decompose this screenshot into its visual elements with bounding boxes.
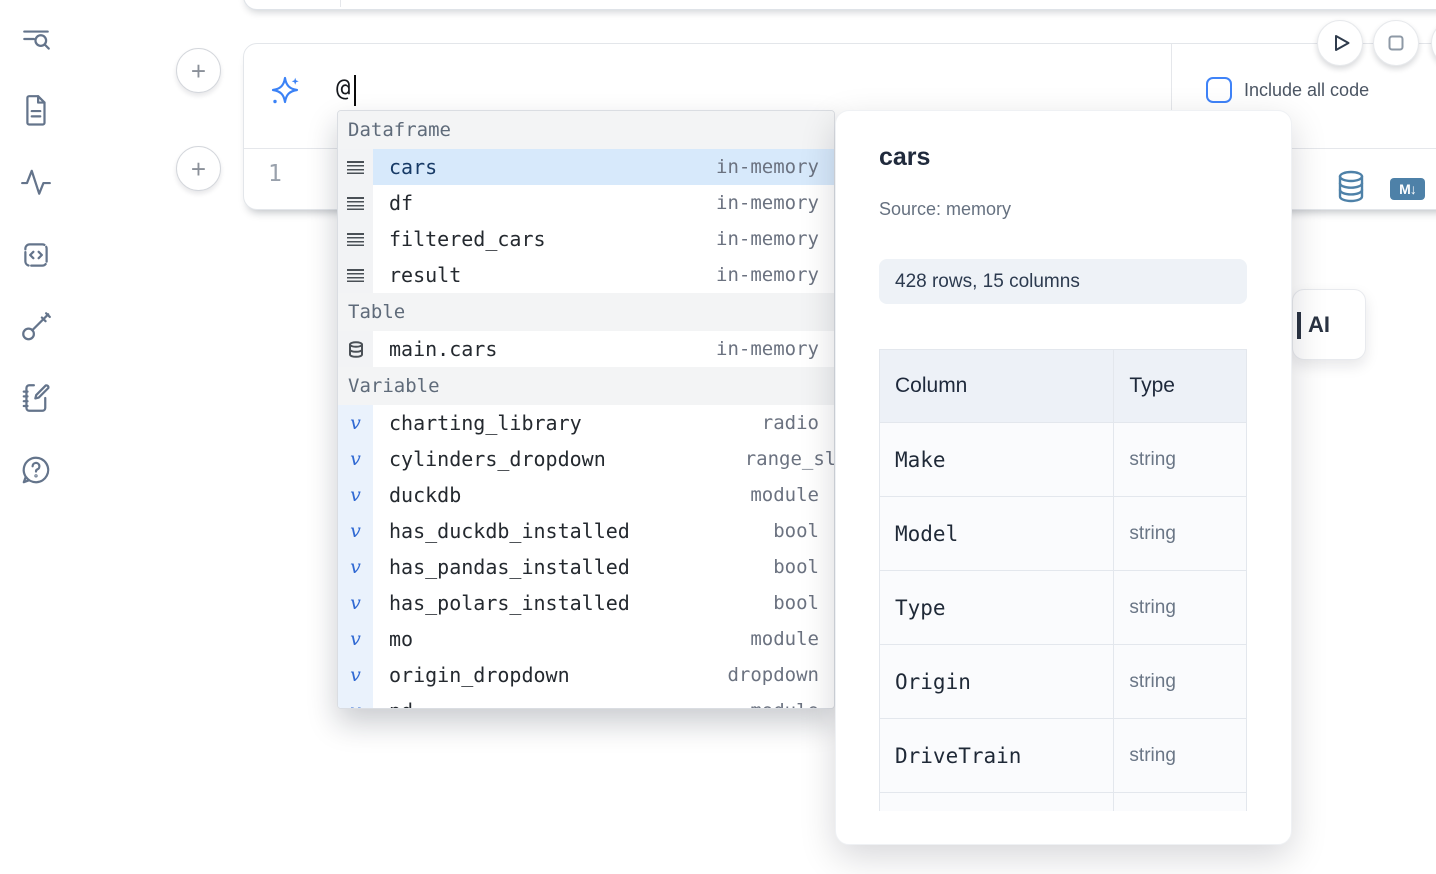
variable-v-icon: v <box>350 414 361 433</box>
autocomplete-item[interactable]: v charting_library radio <box>338 405 834 441</box>
database-icon[interactable] <box>1337 170 1365 203</box>
variable-v-icon: v <box>350 558 361 577</box>
add-cell-button-bottom[interactable]: + <box>176 146 221 191</box>
run-cell-button[interactable] <box>1317 20 1363 66</box>
ai-prompt-input[interactable]: @ <box>336 74 350 102</box>
dataframe-menu-icon <box>347 233 364 246</box>
variable-v-icon: v <box>350 594 361 613</box>
autocomplete-item[interactable]: v has_duckdb_installed bool <box>338 513 834 549</box>
autocomplete-item[interactable]: v filtered_cars in-memory <box>338 221 834 257</box>
autocomplete-item[interactable]: v result in-memory <box>338 257 834 293</box>
autocomplete-item[interactable]: v duckdb module <box>338 477 834 513</box>
autocomplete-section-header: Variable <box>338 367 834 405</box>
autocomplete-item[interactable]: v mo module <box>338 621 834 657</box>
variable-v-icon: v <box>350 522 361 541</box>
schema-col-header: Column <box>880 350 1114 423</box>
variable-v-icon: v <box>350 630 361 649</box>
schema-col-type <box>1114 793 1247 812</box>
autocomplete-item[interactable]: v has_polars_installed bool <box>338 585 834 621</box>
markdown-convert-icon[interactable]: M↓ <box>1390 178 1425 200</box>
key-icon[interactable] <box>19 309 53 343</box>
dataframe-preview-panel: cars Source: memory 428 rows, 15 columns… <box>835 110 1292 845</box>
help-chat-icon[interactable] <box>19 453 53 487</box>
schema-table-wrap: ColumnType MakestringModelstringTypestri… <box>879 349 1247 811</box>
schema-col-name: Type <box>880 571 1114 645</box>
stop-icon <box>1380 27 1412 59</box>
autocomplete-item[interactable]: v cars in-memory <box>338 149 834 185</box>
schema-col-type: string <box>1114 719 1247 793</box>
autocomplete-item[interactable]: v df in-memory <box>338 185 834 221</box>
notebook-pen-icon[interactable] <box>19 381 53 415</box>
stop-button[interactable] <box>1373 20 1419 66</box>
autocomplete-item[interactable]: v pd module <box>338 693 834 709</box>
ai-button-label: AI <box>1308 312 1330 338</box>
line-number: 1 <box>268 161 282 187</box>
list-search-icon[interactable] <box>19 22 53 56</box>
variable-v-icon: v <box>350 666 361 685</box>
panel-title: cars <box>879 143 930 172</box>
schema-col-header: Type <box>1114 350 1247 423</box>
autocomplete-item[interactable]: v has_pandas_installed bool <box>338 549 834 585</box>
schema-col-type: string <box>1114 497 1247 571</box>
variable-v-icon: v <box>350 450 361 469</box>
schema-row: Typestring <box>880 571 1247 645</box>
code-square-icon[interactable] <box>19 238 53 272</box>
panel-source: Source: memory <box>879 199 1011 220</box>
autocomplete-item[interactable]: v main.cars in-memory <box>338 331 834 367</box>
include-all-code-checkbox[interactable] <box>1206 77 1232 103</box>
sparkles-ai-icon <box>269 75 301 107</box>
schema-col-name: Origin <box>880 645 1114 719</box>
text-caret <box>354 75 356 106</box>
variable-v-icon: v <box>350 702 361 710</box>
schema-col-name: Make <box>880 423 1114 497</box>
autocomplete-item[interactable]: v origin_dropdown dropdown <box>338 657 834 693</box>
schema-row: Originstring <box>880 645 1247 719</box>
left-sidebar <box>0 0 72 874</box>
schema-row <box>880 793 1247 812</box>
schema-row: Modelstring <box>880 497 1247 571</box>
autocomplete-item[interactable]: v cylinders_dropdown range_slider <box>338 441 834 477</box>
dataframe-menu-icon <box>347 269 364 282</box>
clipped-letter <box>1297 312 1301 339</box>
schema-col-name: Model <box>880 497 1114 571</box>
include-all-code-label: Include all code <box>1244 80 1369 101</box>
schema-header-row: ColumnType <box>880 350 1247 423</box>
autocomplete-popup: Dataframe v cars in-memory v df in-memor… <box>337 110 835 709</box>
schema-col-type: string <box>1114 571 1247 645</box>
file-text-icon[interactable] <box>19 93 53 127</box>
schema-col-name <box>880 793 1114 812</box>
dataframe-menu-icon <box>347 197 364 210</box>
schema-table: ColumnType MakestringModelstringTypestri… <box>879 349 1247 811</box>
play-icon <box>1324 27 1356 59</box>
schema-row: DriveTrainstring <box>880 719 1247 793</box>
variable-v-icon: v <box>350 486 361 505</box>
schema-col-name: DriveTrain <box>880 719 1114 793</box>
panel-shape-badge: 428 rows, 15 columns <box>879 259 1247 304</box>
previous-cell-divider <box>340 0 341 7</box>
schema-row: Makestring <box>880 423 1247 497</box>
add-cell-button-top[interactable]: + <box>176 48 221 93</box>
autocomplete-section-header: Dataframe <box>338 111 834 149</box>
autocomplete-section-header: Table <box>338 293 834 331</box>
previous-cell-edge <box>243 0 1436 10</box>
dataframe-menu-icon <box>347 161 364 174</box>
ai-action-button[interactable]: AI <box>1292 289 1366 360</box>
schema-col-type: string <box>1114 645 1247 719</box>
table-database-icon <box>348 341 364 358</box>
schema-col-type: string <box>1114 423 1247 497</box>
activity-icon[interactable] <box>19 165 53 199</box>
